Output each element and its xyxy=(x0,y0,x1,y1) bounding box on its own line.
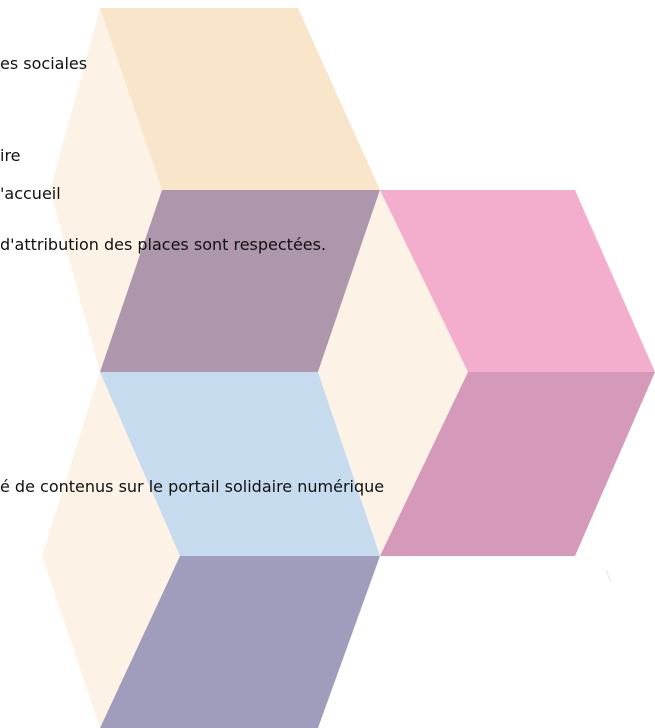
upper-cube-right-face xyxy=(100,8,380,190)
light-blue-diamond xyxy=(100,372,380,556)
pink-cube-top-face xyxy=(380,190,655,372)
text-line-3: 'accueil xyxy=(0,184,61,203)
text-line-4: d'attribution des places sont respectées… xyxy=(0,235,327,254)
slate-purple-face xyxy=(100,556,380,728)
pink-cube-bottom-face xyxy=(380,372,655,556)
text-line-1: es sociales xyxy=(0,54,88,73)
mauve-diamond xyxy=(100,190,380,372)
upper-cube-left-face xyxy=(50,8,162,372)
faint-mark xyxy=(605,569,612,584)
middle-cream-face xyxy=(318,190,468,556)
lower-cube-left-face xyxy=(42,372,180,728)
text-line-5: é de contenus sur le portail solidaire n… xyxy=(0,477,385,496)
text-line-2: ire xyxy=(0,146,21,165)
